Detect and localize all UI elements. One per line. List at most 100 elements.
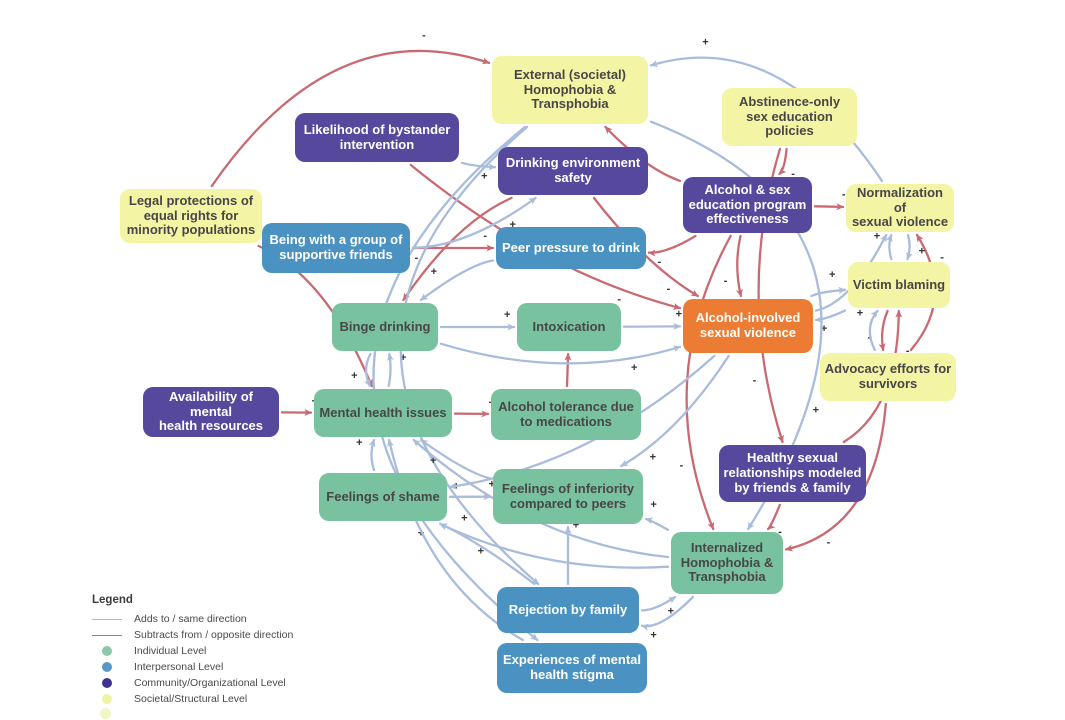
edge-sign: - bbox=[617, 293, 621, 305]
edge-rejection-family-to-feelings-shame bbox=[439, 522, 536, 586]
node-peer-pressure[interactable]: Peer pressure to drink bbox=[496, 227, 646, 269]
edge-sign: + bbox=[650, 452, 656, 464]
node-availability-mental[interactable]: Availability of mental health resources bbox=[143, 387, 279, 437]
edge-sign: + bbox=[919, 245, 925, 257]
node-alcohol-sex-ed[interactable]: Alcohol & sex education program effectiv… bbox=[683, 177, 812, 233]
edge-sign: + bbox=[874, 230, 880, 242]
legend-item-add: Adds to / same direction bbox=[92, 611, 293, 627]
edge-sign: - bbox=[940, 251, 944, 263]
node-drinking-environment[interactable]: Drinking environment safety bbox=[498, 147, 648, 195]
level-dot-icon bbox=[102, 646, 112, 656]
node-abstinence-only[interactable]: Abstinence-only sex education policies bbox=[722, 88, 857, 146]
legend-item-level: Community/Organizational Level bbox=[92, 675, 293, 691]
node-likelihood-bystander[interactable]: Likelihood of bystander intervention bbox=[295, 113, 459, 162]
legend-item-level: Individual Level bbox=[92, 643, 293, 659]
add-line-swatch bbox=[92, 618, 122, 620]
edge-likelihood-bystander-to-drinking-environment bbox=[460, 161, 497, 171]
edge-victim-blaming-to-normalization bbox=[885, 233, 893, 261]
edge-sign: + bbox=[829, 269, 835, 281]
edge-advocacy-to-internalized bbox=[784, 402, 887, 552]
edge-sign: + bbox=[431, 266, 437, 278]
edge-drinking-environment-to-binge-drinking bbox=[402, 196, 513, 302]
edge-feelings-inferiority-to-mental-health bbox=[419, 438, 492, 480]
edge-sign: + bbox=[430, 455, 436, 467]
edge-sign: - bbox=[312, 395, 316, 407]
edge-rejection-family-to-internalized bbox=[640, 595, 677, 612]
node-advocacy[interactable]: Advocacy efforts for survivors bbox=[820, 353, 956, 401]
node-alcohol-involved[interactable]: Alcohol-involved sexual violence bbox=[683, 299, 813, 353]
node-internalized[interactable]: Internalized Homophobia & Transphobia bbox=[671, 532, 783, 594]
node-alcohol-tolerance[interactable]: Alcohol tolerance due to medications bbox=[491, 389, 641, 440]
edge-normalization-to-external-homophobia bbox=[649, 56, 884, 183]
node-rejection-family[interactable]: Rejection by family bbox=[497, 587, 639, 633]
edge-sign: + bbox=[650, 629, 656, 641]
edge-alcohol-sex-ed-to-normalization bbox=[813, 203, 845, 211]
edge-sign: + bbox=[461, 513, 467, 525]
edge-internalized-to-feelings-shame bbox=[439, 522, 670, 569]
edge-sign: - bbox=[753, 375, 757, 387]
edge-sign: + bbox=[509, 219, 515, 231]
edge-victim-blaming-to-alcohol-involved bbox=[814, 309, 847, 323]
edge-sign: - bbox=[791, 168, 795, 180]
node-experiences-stigma[interactable]: Experiences of mental health stigma bbox=[497, 643, 647, 693]
edge-sign: + bbox=[356, 437, 362, 449]
edge-victim-blaming-to-advocacy bbox=[878, 309, 889, 352]
edge-feelings-shame-to-mental-health bbox=[368, 438, 376, 472]
edge-normalization-to-victim-blaming bbox=[906, 233, 913, 261]
legend-label: Community/Organizational Level bbox=[134, 677, 286, 689]
legend-dot-cropped bbox=[100, 708, 111, 719]
edge-advocacy-to-victim-blaming bbox=[868, 309, 879, 352]
node-feelings-inferiority[interactable]: Feelings of inferiority compared to peer… bbox=[493, 469, 643, 524]
edge-sign: + bbox=[481, 171, 487, 183]
node-legal-protections[interactable]: Legal protections of equal rights for mi… bbox=[120, 189, 262, 243]
legend-label: Individual Level bbox=[134, 645, 207, 657]
edge-sign: - bbox=[667, 283, 671, 295]
edge-sign: + bbox=[702, 36, 708, 48]
edge-sign: + bbox=[489, 479, 495, 491]
legend-title: Legend bbox=[92, 594, 133, 606]
node-external-homophobia[interactable]: External (societal) Homophobia & Transph… bbox=[492, 56, 648, 124]
edge-internalized-to-rejection-family bbox=[640, 595, 695, 631]
edge-sign: + bbox=[478, 546, 484, 558]
edge-sign: + bbox=[631, 362, 637, 374]
edge-sign: - bbox=[778, 526, 782, 538]
legend-item-level: Interpersonal Level bbox=[92, 659, 293, 675]
edge-sign: - bbox=[906, 345, 910, 357]
level-dot-icon bbox=[102, 694, 112, 704]
node-normalization[interactable]: Normalization of sexual violence bbox=[846, 184, 954, 232]
node-healthy-relationships[interactable]: Healthy sexual relationships modeled by … bbox=[719, 445, 866, 502]
edge-binge-drinking-to-mental-health bbox=[364, 352, 372, 388]
edge-internalized-to-feelings-inferiority bbox=[644, 517, 670, 532]
edge-sign: - bbox=[415, 252, 419, 264]
node-intoxication[interactable]: Intoxication bbox=[517, 303, 621, 351]
edge-alcohol-sex-ed-to-alcohol-involved bbox=[736, 234, 743, 298]
edge-sign: - bbox=[483, 230, 487, 242]
legend-label: Subtracts from / opposite direction bbox=[134, 629, 294, 641]
edge-peer-pressure-to-binge-drinking bbox=[419, 259, 495, 302]
edge-sign: - bbox=[680, 460, 684, 472]
edge-sign: + bbox=[668, 605, 674, 617]
legend-item-subtract: Subtracts from / opposite direction bbox=[92, 627, 293, 643]
legend-label: Adds to / same direction bbox=[134, 613, 247, 625]
node-binge-drinking[interactable]: Binge drinking bbox=[332, 303, 438, 351]
node-victim-blaming[interactable]: Victim blaming bbox=[848, 262, 950, 308]
level-dot-icon bbox=[102, 678, 112, 688]
edge-abstinence-only-to-alcohol-sex-ed bbox=[778, 147, 788, 176]
edge-alcohol-involved-to-feelings-shame bbox=[448, 354, 716, 490]
node-mental-health[interactable]: Mental health issues bbox=[314, 389, 452, 437]
edge-sign: + bbox=[821, 323, 827, 335]
node-feelings-shame[interactable]: Feelings of shame bbox=[319, 473, 447, 521]
edge-sign: - bbox=[827, 537, 831, 549]
level-dot-icon bbox=[102, 662, 112, 672]
edge-healthy-relationships-to-internalized bbox=[766, 503, 781, 531]
edge-sign: + bbox=[504, 309, 510, 321]
edge-supportive-friends-to-drinking-environment bbox=[411, 196, 537, 249]
edge-sign: + bbox=[813, 405, 819, 417]
edge-external-homophobia-to-rejection-family bbox=[399, 125, 540, 586]
edge-alcohol-involved-to-feelings-inferiority bbox=[620, 354, 730, 468]
legend-item-level: Societal/Structural Level bbox=[92, 691, 293, 707]
node-supportive-friends[interactable]: Being with a group of supportive friends bbox=[262, 223, 410, 273]
edge-mental-health-to-binge-drinking bbox=[386, 352, 394, 388]
